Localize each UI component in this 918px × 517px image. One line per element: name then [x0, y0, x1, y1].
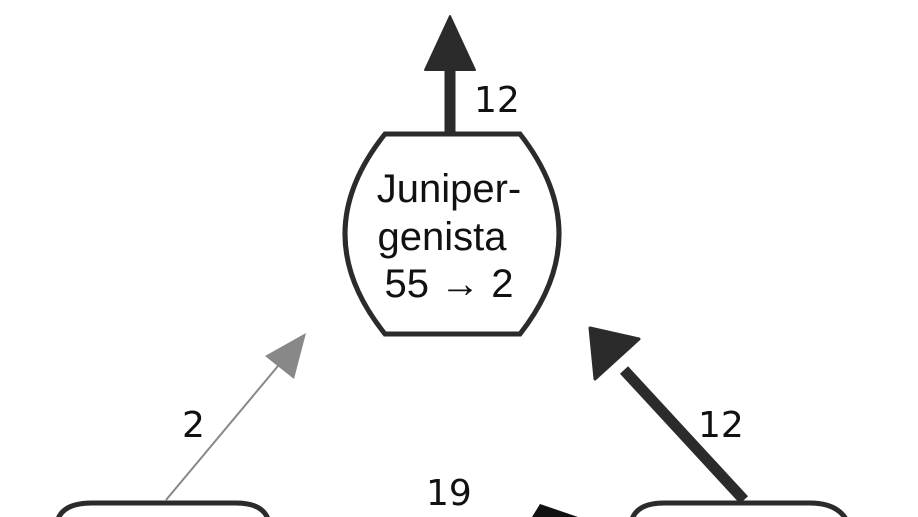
node-lower-left-partial	[56, 500, 270, 517]
edge-top-out-label: 12	[474, 80, 520, 121]
node-lower-right-partial	[630, 500, 848, 517]
edge-bottom-middle-label: 19	[426, 473, 472, 514]
node-label-line1: Juniper-	[377, 167, 522, 211]
edge-top-out	[424, 15, 476, 134]
edge-from-right-line	[619, 366, 749, 504]
node-juniper-genista: Juniper- genista 55 → 2	[342, 131, 562, 337]
edge-from-right	[588, 326, 749, 504]
edge-from-left-label: 2	[182, 405, 205, 446]
edge-from-right-label: 12	[698, 405, 744, 446]
node-label-line2: genista	[378, 215, 508, 259]
edge-from-right-arrowhead	[588, 326, 641, 381]
node-label-line3: 55 → 2	[385, 262, 514, 306]
edge-from-left-line	[165, 359, 284, 501]
edge-from-left-arrowhead	[265, 333, 306, 379]
edge-from-left	[165, 333, 306, 501]
node-juniper-genista-shape	[342, 131, 562, 337]
edge-top-out-arrowhead	[424, 15, 476, 71]
edge-bottom-middle-arrowhead	[532, 504, 578, 517]
